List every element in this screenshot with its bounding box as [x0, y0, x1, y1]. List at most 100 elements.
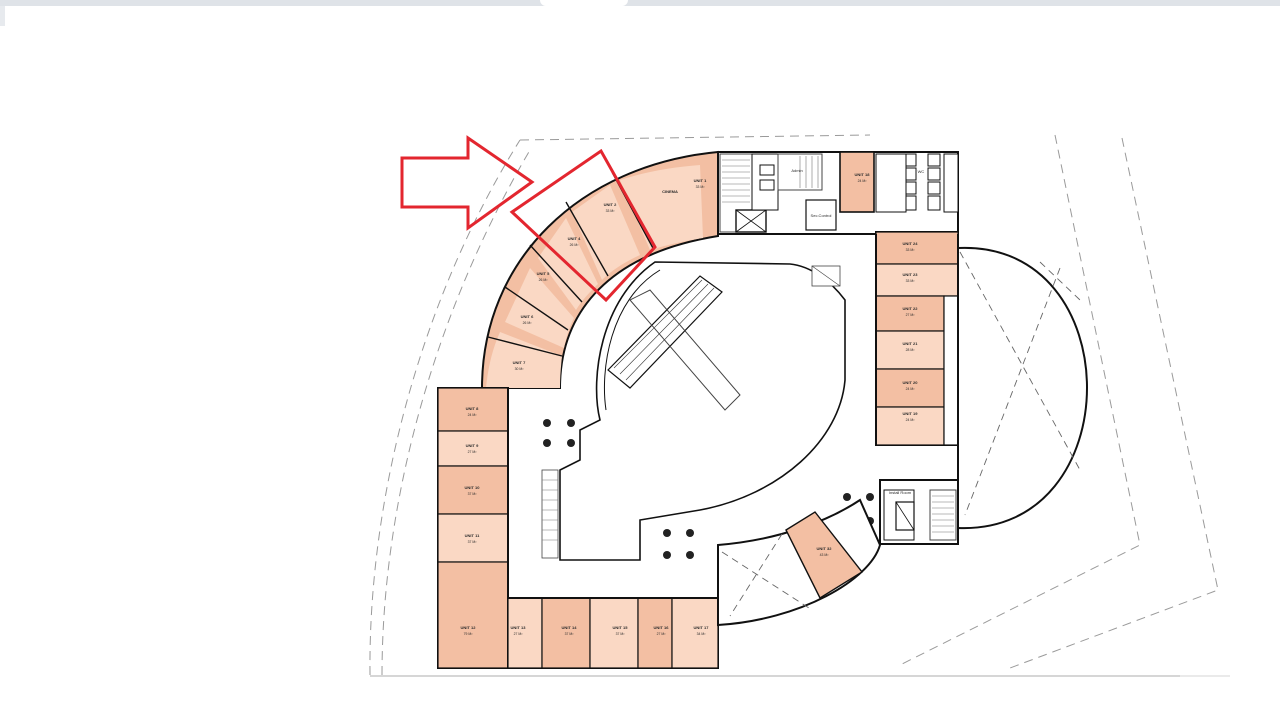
unit-13-label: UNIT 13 — [511, 625, 527, 630]
unit-8-area: 24 M² — [468, 413, 478, 417]
site-boundary — [369, 134, 1219, 676]
unit-5-area: 26 M² — [539, 278, 549, 282]
unit-12-area: 79 M² — [464, 632, 474, 636]
partition — [529, 244, 583, 303]
unit-12 — [437, 561, 509, 669]
unit-18-label: UNIT 18 — [855, 172, 871, 177]
unit-24-area: 33 M² — [906, 248, 916, 252]
unit-20-label: UNIT 20 — [903, 380, 919, 385]
unit-9-area: 27 M² — [468, 450, 478, 454]
unit-15 — [589, 597, 639, 669]
unit-8 — [437, 387, 509, 432]
unit-4-area: 26 M² — [570, 243, 580, 247]
red-annotation — [400, 135, 657, 303]
unit-11-area: 37 M² — [468, 540, 478, 544]
unit-22-area: 27 M² — [906, 313, 916, 317]
south-east-core: Install Room — [879, 479, 959, 545]
semicircle-outline — [957, 246, 1088, 530]
sec-control-label: Sec.Control — [811, 213, 832, 218]
admin-label: Admin — [791, 168, 802, 173]
unit-10-area: 37 M² — [468, 492, 478, 496]
red-arrow-annotation — [400, 135, 535, 231]
unit-labels: UNIT 1 33 M² UNIT 2 33 M² UNIT 4 26 M² U… — [461, 172, 919, 636]
unit-19-area: 24 M² — [906, 418, 916, 422]
unit-11-label: UNIT 11 — [465, 533, 480, 538]
unit-23 — [875, 263, 959, 297]
stair-4 — [541, 469, 559, 559]
unit-18 — [839, 151, 875, 213]
site-boundary-east-inner — [899, 134, 1141, 666]
unit-2-label: UNIT 2 — [604, 202, 617, 207]
escalator — [607, 275, 723, 389]
unit-2-inner — [572, 185, 640, 280]
site-boundary-west-inner — [381, 149, 531, 676]
table-cluster-west — [543, 419, 575, 447]
unit-5-label: UNIT 5 — [537, 271, 550, 276]
east-semicircle — [957, 246, 1088, 530]
unit-16-label: UNIT 16 — [654, 625, 670, 630]
unit-8-label: UNIT 8 — [466, 406, 479, 411]
window-edge — [0, 6, 5, 26]
unit-9-label: UNIT 9 — [466, 443, 479, 448]
south-east-band — [717, 498, 882, 627]
inner-walls — [507, 234, 959, 599]
site-boundary-north — [519, 134, 871, 141]
red-highlight-box — [509, 148, 657, 303]
north-core: Admin Sec.Control WC — [717, 151, 959, 235]
cinema-label: CINEMA — [662, 189, 678, 194]
unit-23-label: UNIT 23 — [903, 272, 919, 277]
site-boundary-west-outer — [369, 139, 521, 676]
unit-17-area: 34 M² — [697, 632, 707, 636]
partition — [504, 286, 569, 331]
unit-14-area: 37 M² — [565, 632, 575, 636]
top-bar-notch — [540, 0, 628, 6]
unit-13 — [507, 597, 543, 669]
unit-6-label: UNIT 6 — [521, 314, 534, 319]
unit-7-inner — [486, 332, 562, 388]
unit-5-inner — [505, 268, 574, 348]
unit-20-area: 24 M² — [906, 387, 916, 391]
unit-10 — [437, 465, 509, 515]
unit-16 — [637, 597, 673, 669]
corridor-room — [875, 153, 907, 213]
unit-21-area: 28 M² — [906, 348, 916, 352]
unit-32 — [785, 511, 864, 599]
unit-4-label: UNIT 4 — [568, 236, 581, 241]
unit-10-label: UNIT 10 — [465, 485, 481, 490]
unit-18-area: 24 M² — [858, 179, 868, 183]
west-units — [437, 387, 509, 669]
wc-cubicles — [905, 153, 941, 211]
unit-12-label: UNIT 12 — [461, 625, 477, 630]
unit-9 — [437, 430, 509, 467]
atrium — [541, 261, 846, 561]
unit-6-area: 26 M² — [523, 321, 533, 325]
south-units — [507, 597, 719, 669]
table-cluster-center — [663, 529, 694, 559]
unit-1-label: UNIT 1 — [694, 178, 707, 183]
partition — [487, 336, 563, 357]
unit-1-area: 33 M² — [696, 185, 706, 189]
unit-7-area: 30 M² — [515, 367, 525, 371]
unit-7-label: UNIT 7 — [513, 360, 526, 365]
unit-17 — [671, 597, 719, 669]
unit-14 — [541, 597, 591, 669]
unit-22-label: UNIT 22 — [903, 306, 919, 311]
stair-3 — [929, 489, 957, 541]
security-control-room — [805, 199, 837, 231]
unit-15-label: UNIT 15 — [613, 625, 629, 630]
unit-21-label: UNIT 21 — [903, 341, 919, 346]
bridge — [629, 289, 741, 411]
unit-17-label: UNIT 17 — [694, 625, 710, 630]
unit-13-area: 27 M² — [514, 632, 524, 636]
unit-20 — [875, 368, 945, 408]
unit-24-label: UNIT 24 — [903, 241, 919, 246]
unit-32-label: UNIT 32 — [817, 546, 833, 551]
browser-top-bar — [0, 0, 1280, 6]
unit-23-area: 33 M² — [906, 279, 916, 283]
atrium-void — [559, 261, 846, 561]
unit-19-label: UNIT 19 — [903, 411, 919, 416]
unit-16-area: 27 M² — [657, 632, 667, 636]
unit-11 — [437, 513, 509, 563]
unit-14-label: UNIT 14 — [562, 625, 578, 630]
